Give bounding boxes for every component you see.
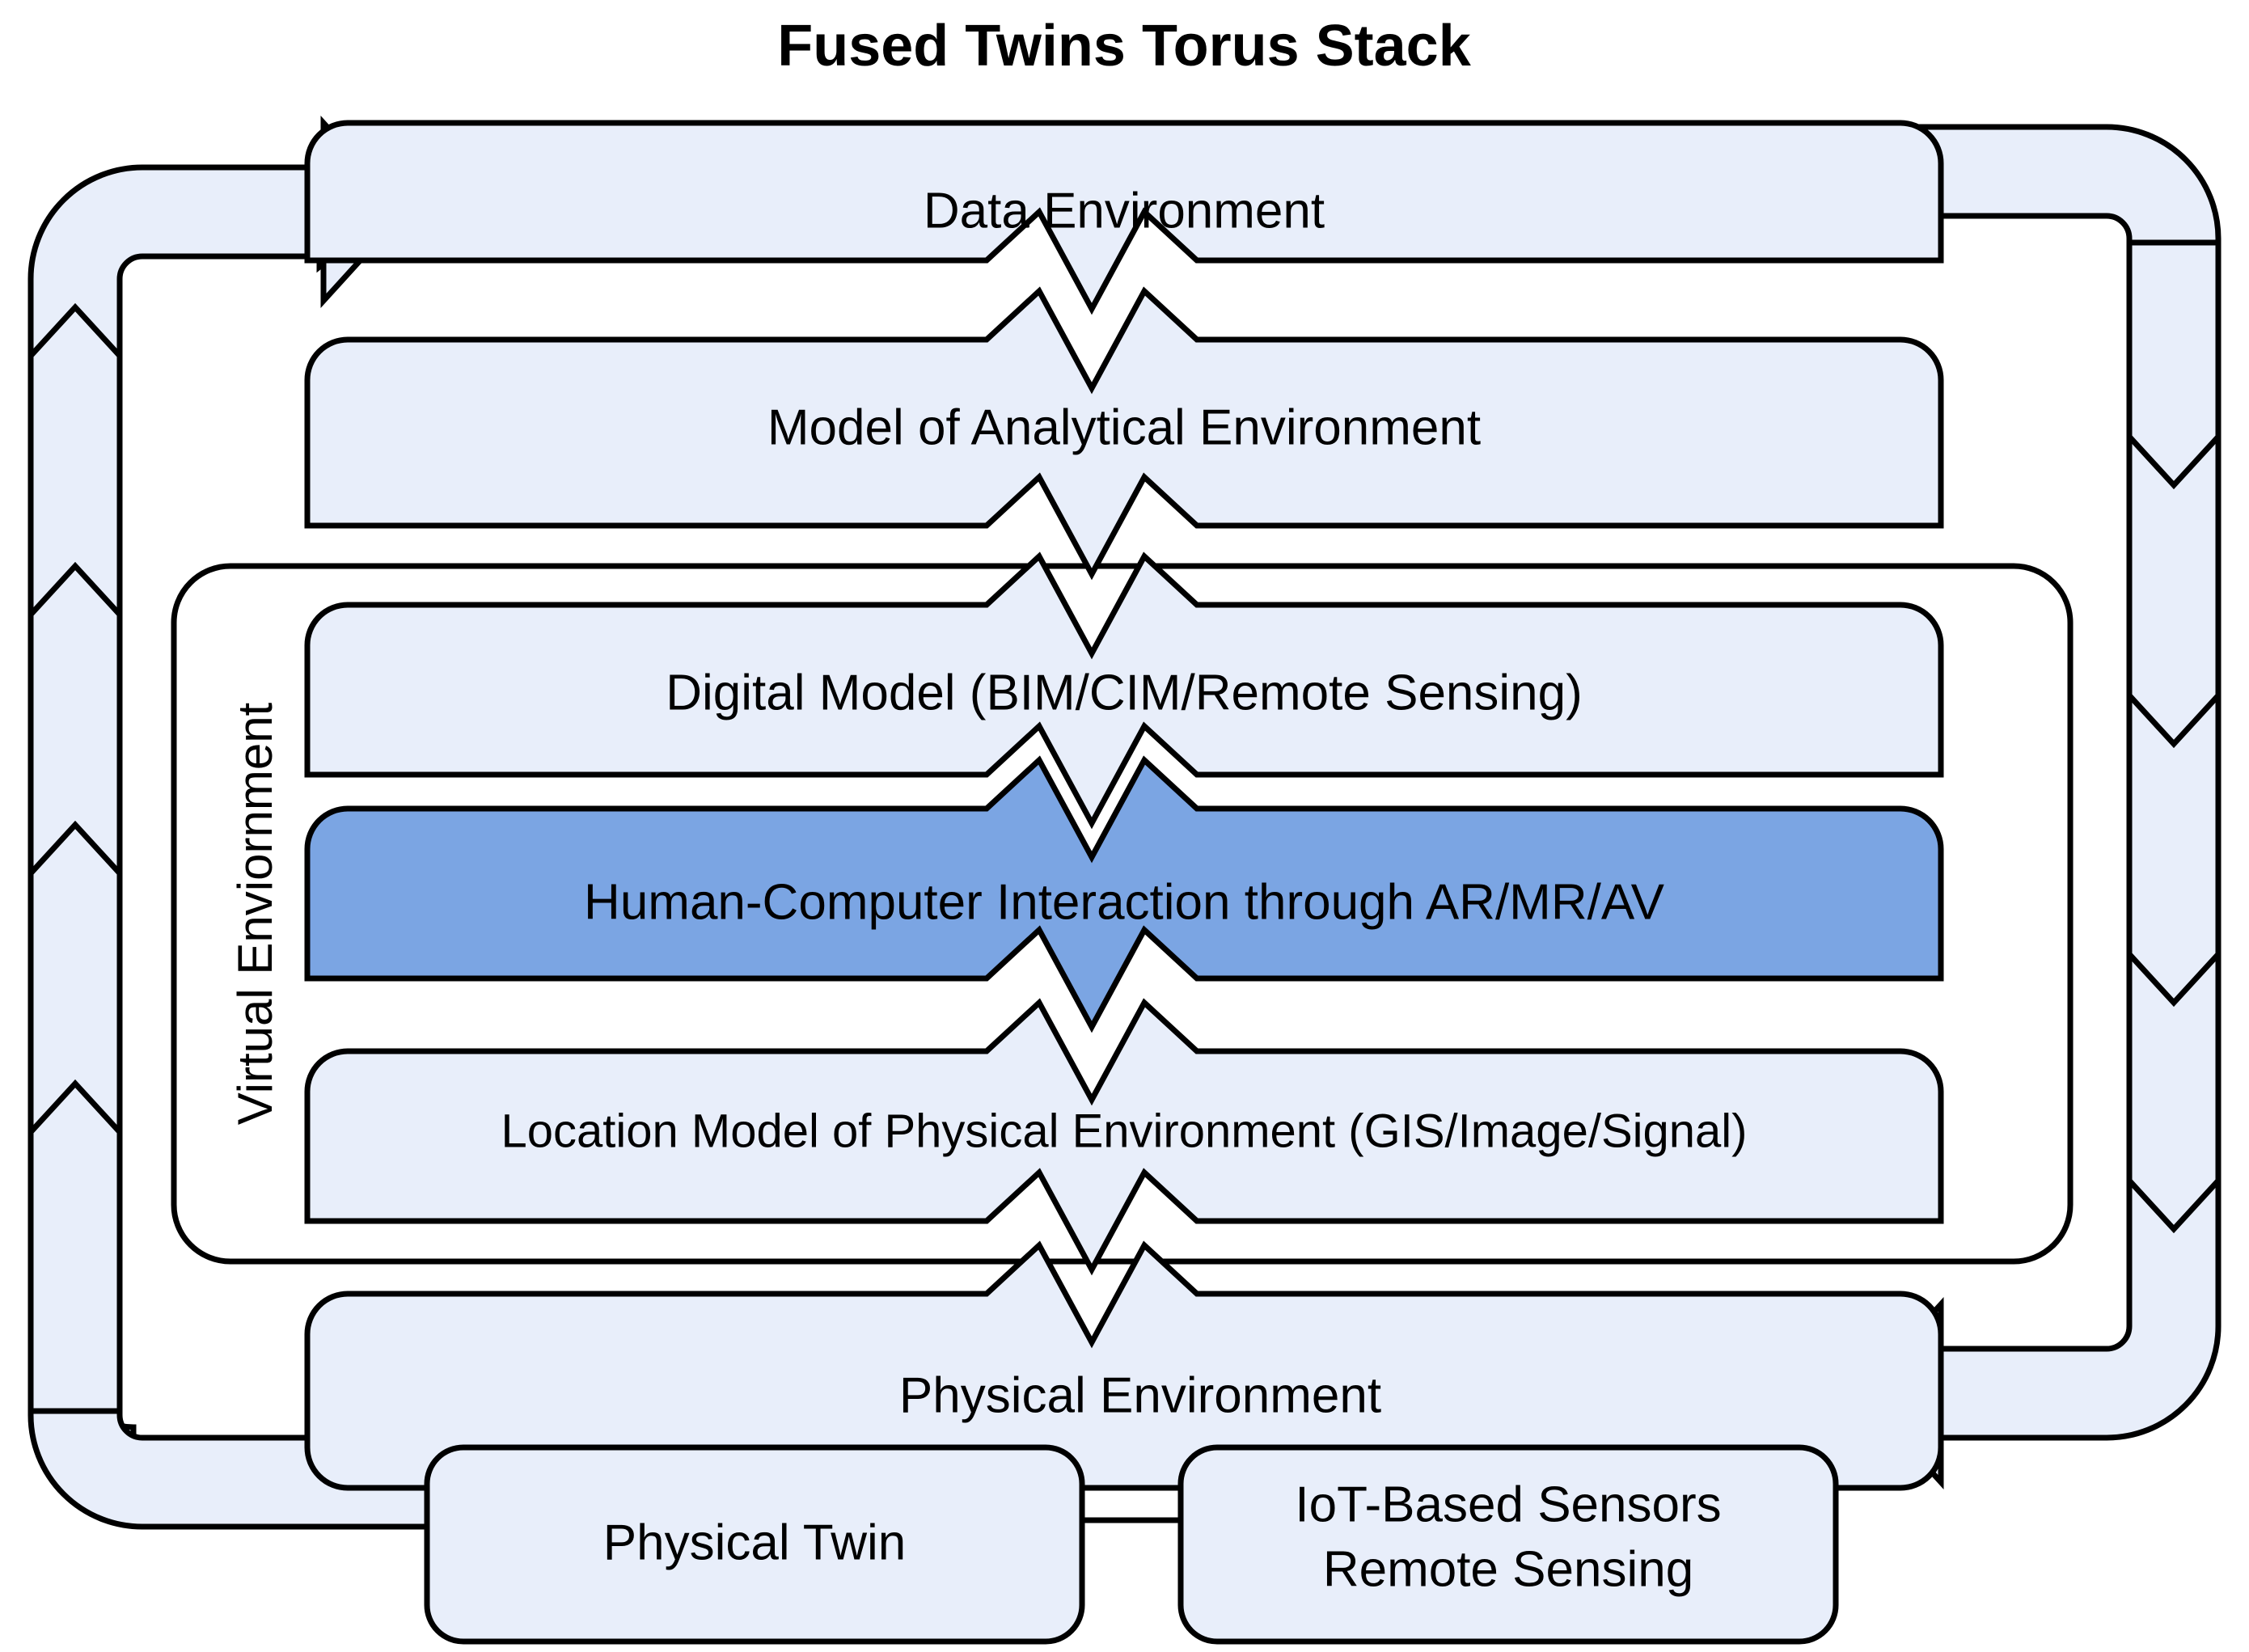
layer-box-digital-model[interactable] — [304, 551, 1944, 830]
sub-node-iot-based-sensors[interactable] — [1177, 1444, 1839, 1645]
layer-label-model-of-analytical-environment: Model of Analytical Environment — [767, 399, 1481, 455]
layer-label-human-computer-interaction: Human-Computer Interaction through AR/MR… — [584, 874, 1665, 930]
virtual-environment-label: Virtual Enviornment — [228, 702, 282, 1125]
page-title: Fused Twins Torus Stack — [777, 14, 1471, 78]
layer-label-digital-model: Digital Model (BIM/CIM/Remote Sensing) — [666, 665, 1583, 720]
right-loop-band-top — [1857, 124, 2222, 246]
layer-box-human-computer-interaction[interactable] — [304, 755, 1944, 1033]
right-band-chevron-1 — [2127, 434, 2221, 490]
layer-label-data-environment: Data Environment — [924, 183, 1325, 239]
virtual-environment-frame — [171, 563, 2074, 1265]
layer-box-data-environment[interactable] — [304, 120, 1944, 315]
sub-node-label-physical-twin: Physical Twin — [603, 1515, 906, 1570]
right-band-chevron-3 — [2127, 952, 2221, 1008]
right-band-chevron-4 — [2127, 1178, 2221, 1234]
sub-node-physical-twin[interactable] — [424, 1444, 1085, 1645]
layer-box-location-model[interactable] — [304, 998, 1944, 1276]
layer-box-model-of-analytical-environment[interactable] — [304, 286, 1944, 581]
layer-label-physical-environment: Physical Environment — [899, 1367, 1381, 1423]
layer-box-physical-environment[interactable] — [304, 1240, 1944, 1491]
left-band-chevron-4 — [28, 1079, 122, 1134]
left-band-chevron-3 — [28, 820, 122, 876]
left-band-chevron-2 — [28, 561, 122, 617]
sub-node-label-iot-line2: Remote Sensing — [1323, 1541, 1693, 1597]
layer-label-location-model: Location Model of Physical Environment (… — [501, 1105, 1748, 1157]
right-band-chevron-2 — [2127, 693, 2221, 749]
left-band-chevron-1 — [28, 302, 122, 358]
sub-node-label-iot-line1: IoT-Based Sensors — [1295, 1477, 1721, 1532]
